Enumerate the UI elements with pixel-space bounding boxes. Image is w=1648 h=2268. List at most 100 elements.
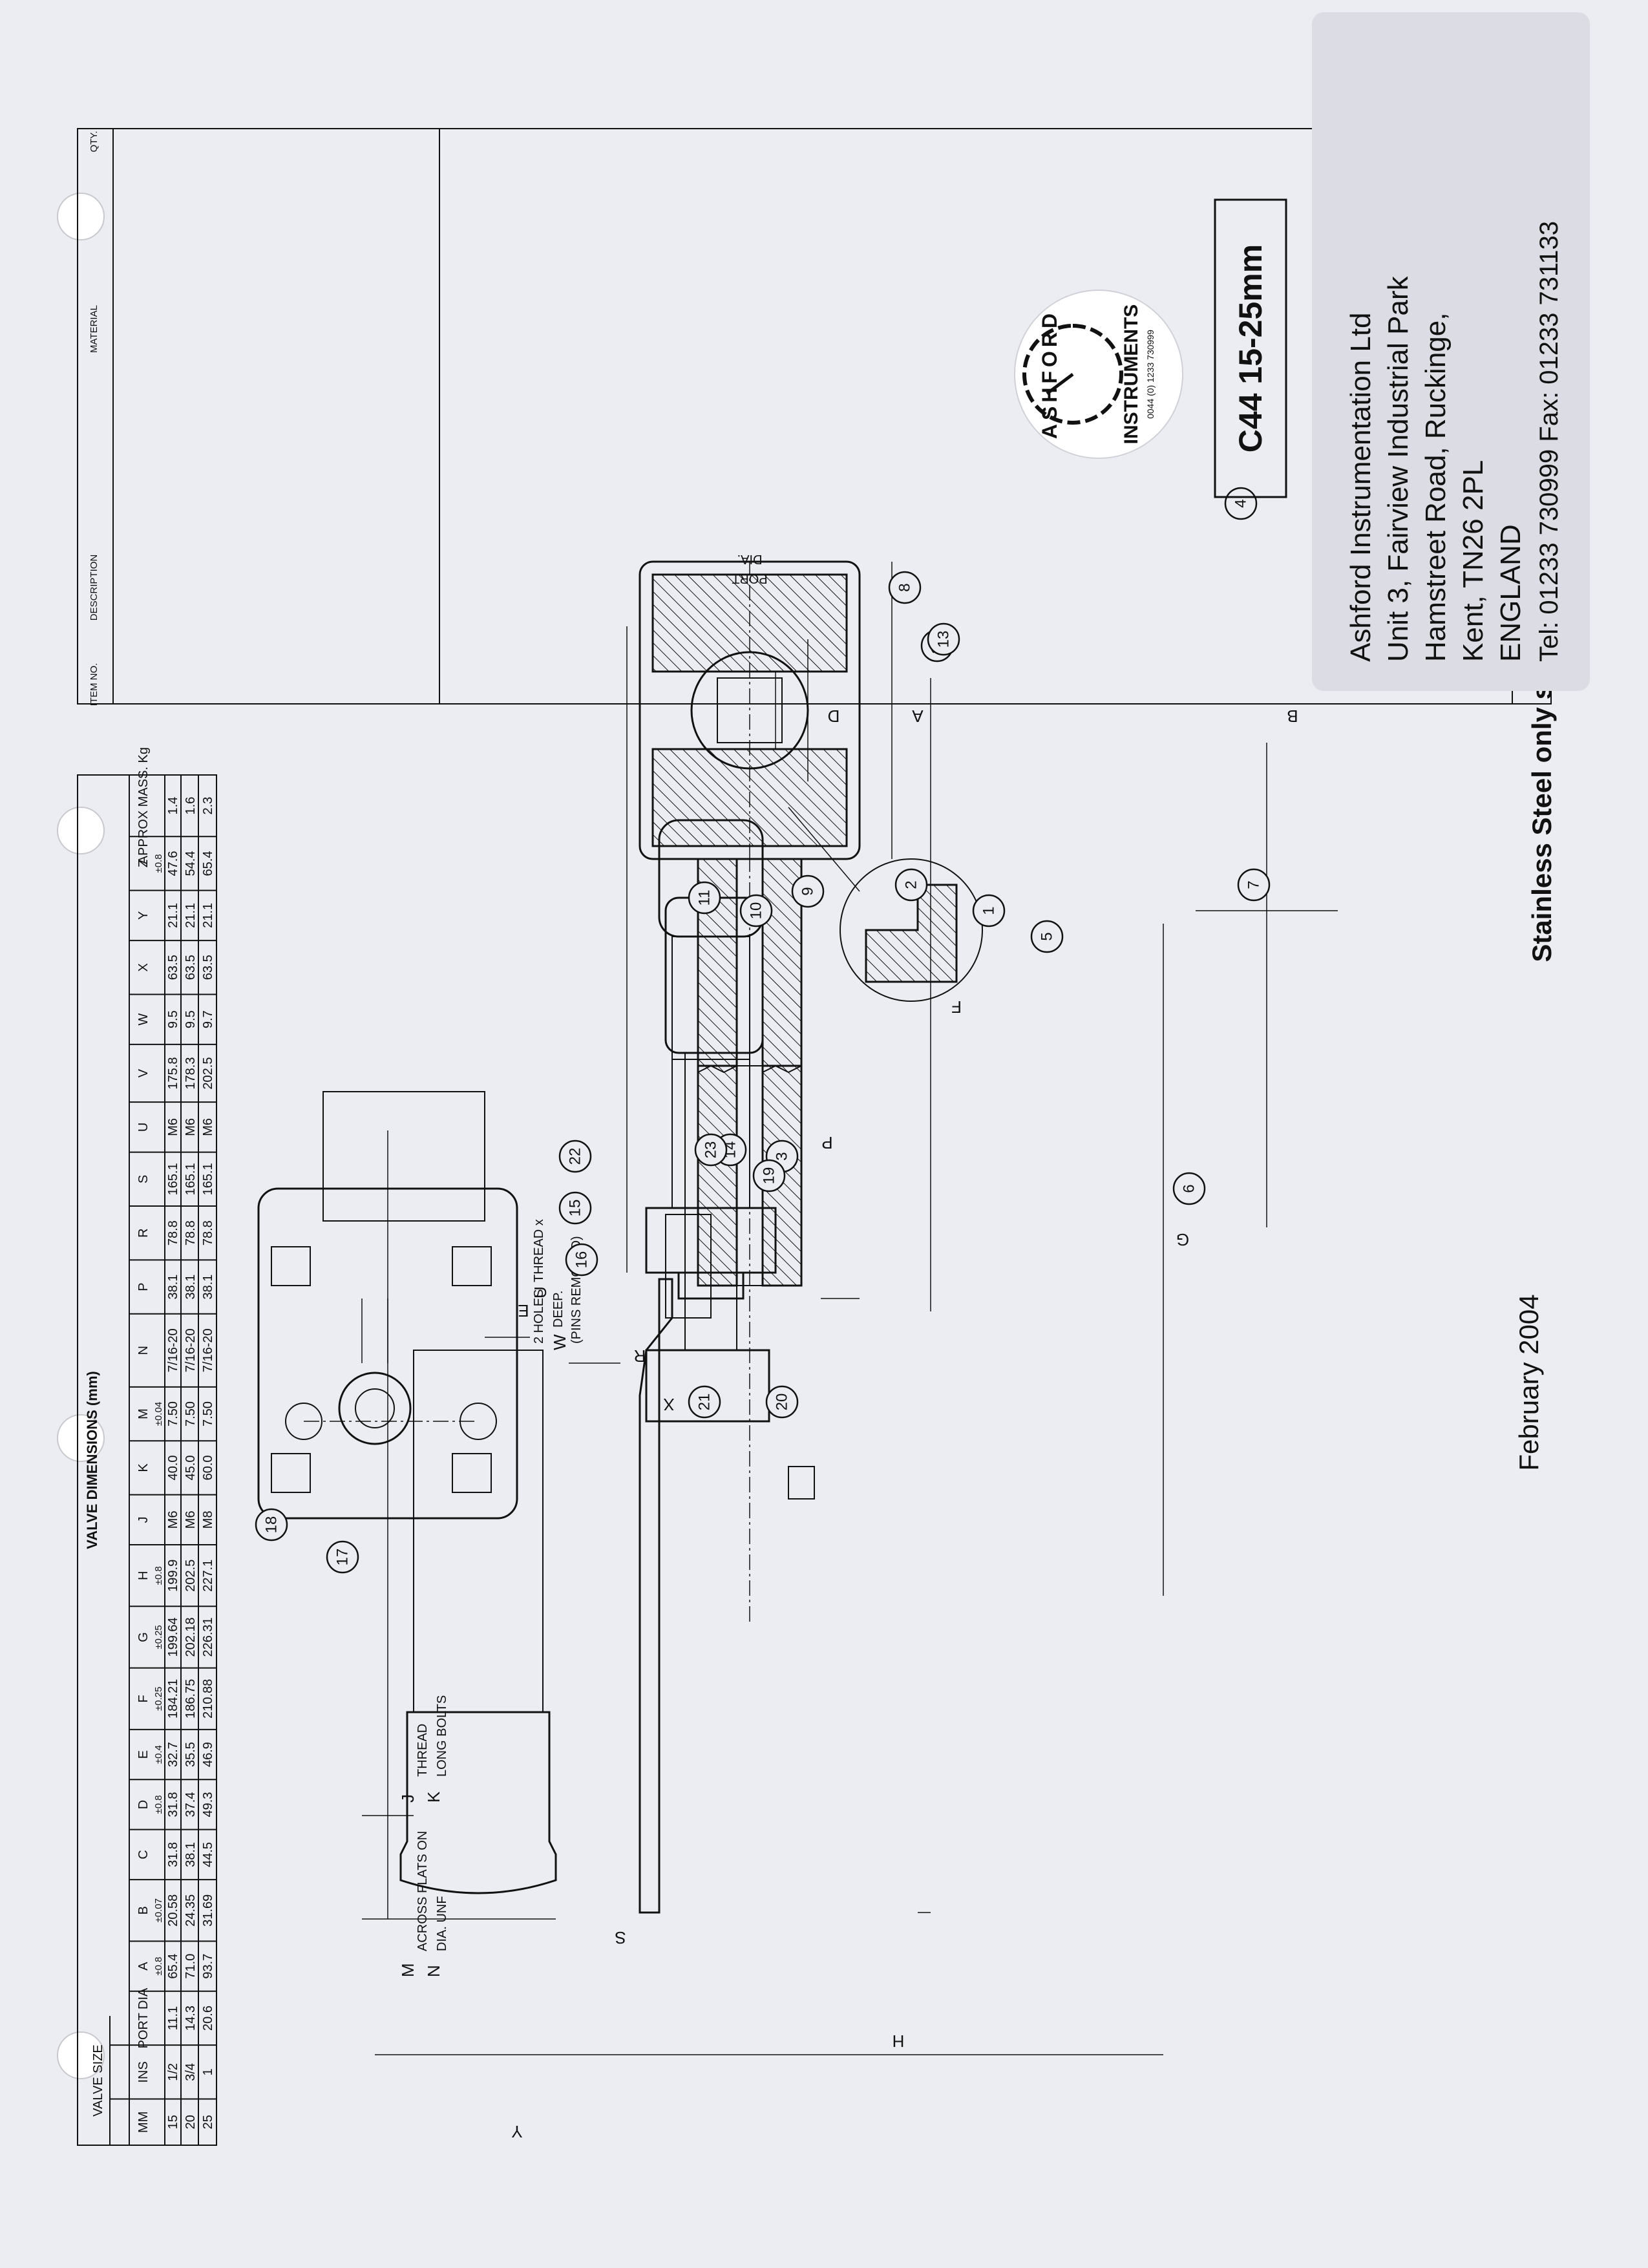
dimensions-table-cell: 20.6 — [201, 2006, 215, 2031]
detail-circle — [840, 858, 983, 1002]
dimensions-table-cell: 186.75 — [184, 1679, 198, 1719]
model-label: C44 15-25mm — [1232, 244, 1269, 452]
dimensions-table-cell: 15 — [166, 2115, 180, 2129]
dimensions-table-header: E — [136, 1750, 151, 1759]
dimensions-table-cell: 2.3 — [201, 797, 215, 815]
balloon-label: 10 — [748, 902, 765, 920]
note-flats-n: N — [424, 1965, 443, 1977]
extension-side-lower — [671, 936, 750, 1060]
dimensions-table-cell: 63.5 — [184, 955, 198, 980]
dimensions-table-cell: 63.5 — [201, 955, 215, 980]
dimensions-table-cell: M6 — [166, 1510, 180, 1529]
dimensions-table-cell: 71.0 — [184, 1954, 198, 1979]
dimensions-table-header: X — [136, 963, 151, 971]
dimensions-table-header: H — [136, 1571, 151, 1580]
dimensions-table-cell: 46.9 — [201, 1742, 215, 1767]
logo-brand: INSTRUMENTS — [1121, 304, 1142, 445]
dimensions-table-header: N — [136, 1346, 151, 1355]
punch-hole — [57, 2031, 105, 2079]
balloon-label: 4 — [1232, 499, 1250, 507]
dimensions-table-cell: 7.50 — [166, 1401, 180, 1426]
dimensions-table-cell: 9.5 — [184, 1010, 198, 1028]
dimensions-table-header: D — [136, 1800, 151, 1809]
dimensions-table-cell: 14.3 — [184, 2006, 198, 2031]
dimensions-table-header: K — [136, 1463, 151, 1472]
dimensions-table-cell: 11.1 — [166, 2006, 180, 2030]
dimensions-table-header: C — [136, 1850, 151, 1859]
dimensions-table-cell: M6 — [184, 1510, 198, 1529]
dimensions-table-cell: 24.35 — [184, 1894, 198, 1927]
dim-letter-f: F — [951, 997, 962, 1017]
balloon-5: 5 — [1030, 920, 1064, 953]
balloon-label: 15 — [567, 1200, 584, 1217]
balloon-15: 15 — [558, 1191, 592, 1225]
balloon-17: 17 — [326, 1540, 359, 1574]
handle-marks — [361, 1298, 388, 1363]
dimensions-table-cell: 21.1 — [184, 903, 198, 928]
dimensions-table-header: MM — [136, 2112, 151, 2133]
note-holes-thread: THREAD x — [532, 1219, 546, 1282]
balloon-22: 22 — [558, 1139, 592, 1173]
balloon-label: 9 — [799, 887, 817, 895]
dim-letter-y: Y — [511, 2122, 522, 2141]
dim-letter-p: P — [821, 1133, 832, 1152]
parts-table-header-material: MATERIAL — [89, 305, 100, 353]
balloon-20: 20 — [765, 1385, 799, 1419]
balloon-6: 6 — [1172, 1172, 1206, 1205]
dim-letter-d: D — [828, 706, 840, 726]
logo-phone: 0044 (0) 1233 730999 — [1145, 330, 1156, 419]
balloon-11: 11 — [688, 881, 721, 915]
dimensions-table-cell: 1/2 — [166, 2063, 180, 2081]
dimensions-table-cell: 78.8 — [166, 1220, 180, 1245]
note-holes-deep: DEEP. — [551, 1291, 565, 1328]
punch-hole — [57, 807, 105, 854]
dimensions-table-cell: 45.0 — [184, 1455, 198, 1480]
stop-pin-top — [285, 1403, 322, 1440]
side-view-drawing — [645, 743, 1338, 1500]
body-side — [658, 819, 764, 938]
dimensions-table-cell: 38.1 — [184, 1275, 198, 1300]
dimensions-table-cell: 21.1 — [201, 903, 215, 928]
dimensions-table-header: PORT DIA — [136, 1987, 151, 2048]
note-thread-j-text: THREAD — [416, 1724, 430, 1777]
dim-letter-g: G — [1176, 1230, 1189, 1249]
stem-nut-top — [338, 1372, 412, 1445]
balloon-label: 18 — [263, 1516, 280, 1534]
note-holes-u: U — [531, 1286, 550, 1298]
punch-hole — [57, 1414, 105, 1462]
company-line: Tel: 01233 730999 Fax: 01233 731133 — [1535, 221, 1563, 662]
pipe-end-top — [322, 1091, 485, 1222]
logo-ring-text: ASHFORD — [1038, 310, 1061, 439]
dimensions-table-header: Y — [136, 911, 151, 920]
dimensions-table-header: F — [136, 1695, 151, 1702]
balloon-label: 23 — [703, 1141, 720, 1159]
balloon-8: 8 — [888, 571, 922, 604]
dimensions-table-cell: 7.50 — [201, 1401, 215, 1426]
balloon-7: 7 — [1237, 868, 1271, 902]
balloon-label: 17 — [334, 1549, 352, 1566]
dimensions-table-tolerance: ±0.25 — [153, 1625, 164, 1649]
footer-date: February 2004 — [1514, 1294, 1544, 1470]
dimensions-table-cell: 202.5 — [201, 1057, 215, 1089]
dimensions-table-cell: 65.4 — [166, 1954, 180, 1979]
dimensions-table-header: W — [136, 1013, 151, 1026]
dimensions-table-cell: M6 — [184, 1118, 198, 1136]
dimensions-table-cell: M6 — [201, 1118, 215, 1136]
dimensions-table-cell: 165.1 — [184, 1163, 198, 1195]
balloon-label: 8 — [896, 583, 914, 591]
balloon-label: 20 — [774, 1394, 791, 1411]
balloon-1: 1 — [972, 894, 1006, 927]
dimensions-table-cell: 7/16-20 — [184, 1328, 198, 1372]
parts-table-header-description: DESCRIPTION — [89, 555, 100, 621]
company-line: ENGLAND — [1495, 524, 1527, 662]
dim-letter-b: B — [1287, 706, 1298, 726]
dimensions-table-cell: 9.7 — [201, 1010, 215, 1028]
dimensions-table-cell: 3/4 — [184, 2063, 198, 2081]
balloon-23: 23 — [694, 1133, 728, 1167]
logo-needle — [1046, 373, 1074, 395]
dimensions-table-tolerance: ±0.8 — [153, 1957, 164, 1976]
dimensions-table-cell: 175.8 — [166, 1057, 180, 1089]
dimensions-table-cell: 38.1 — [201, 1275, 215, 1300]
